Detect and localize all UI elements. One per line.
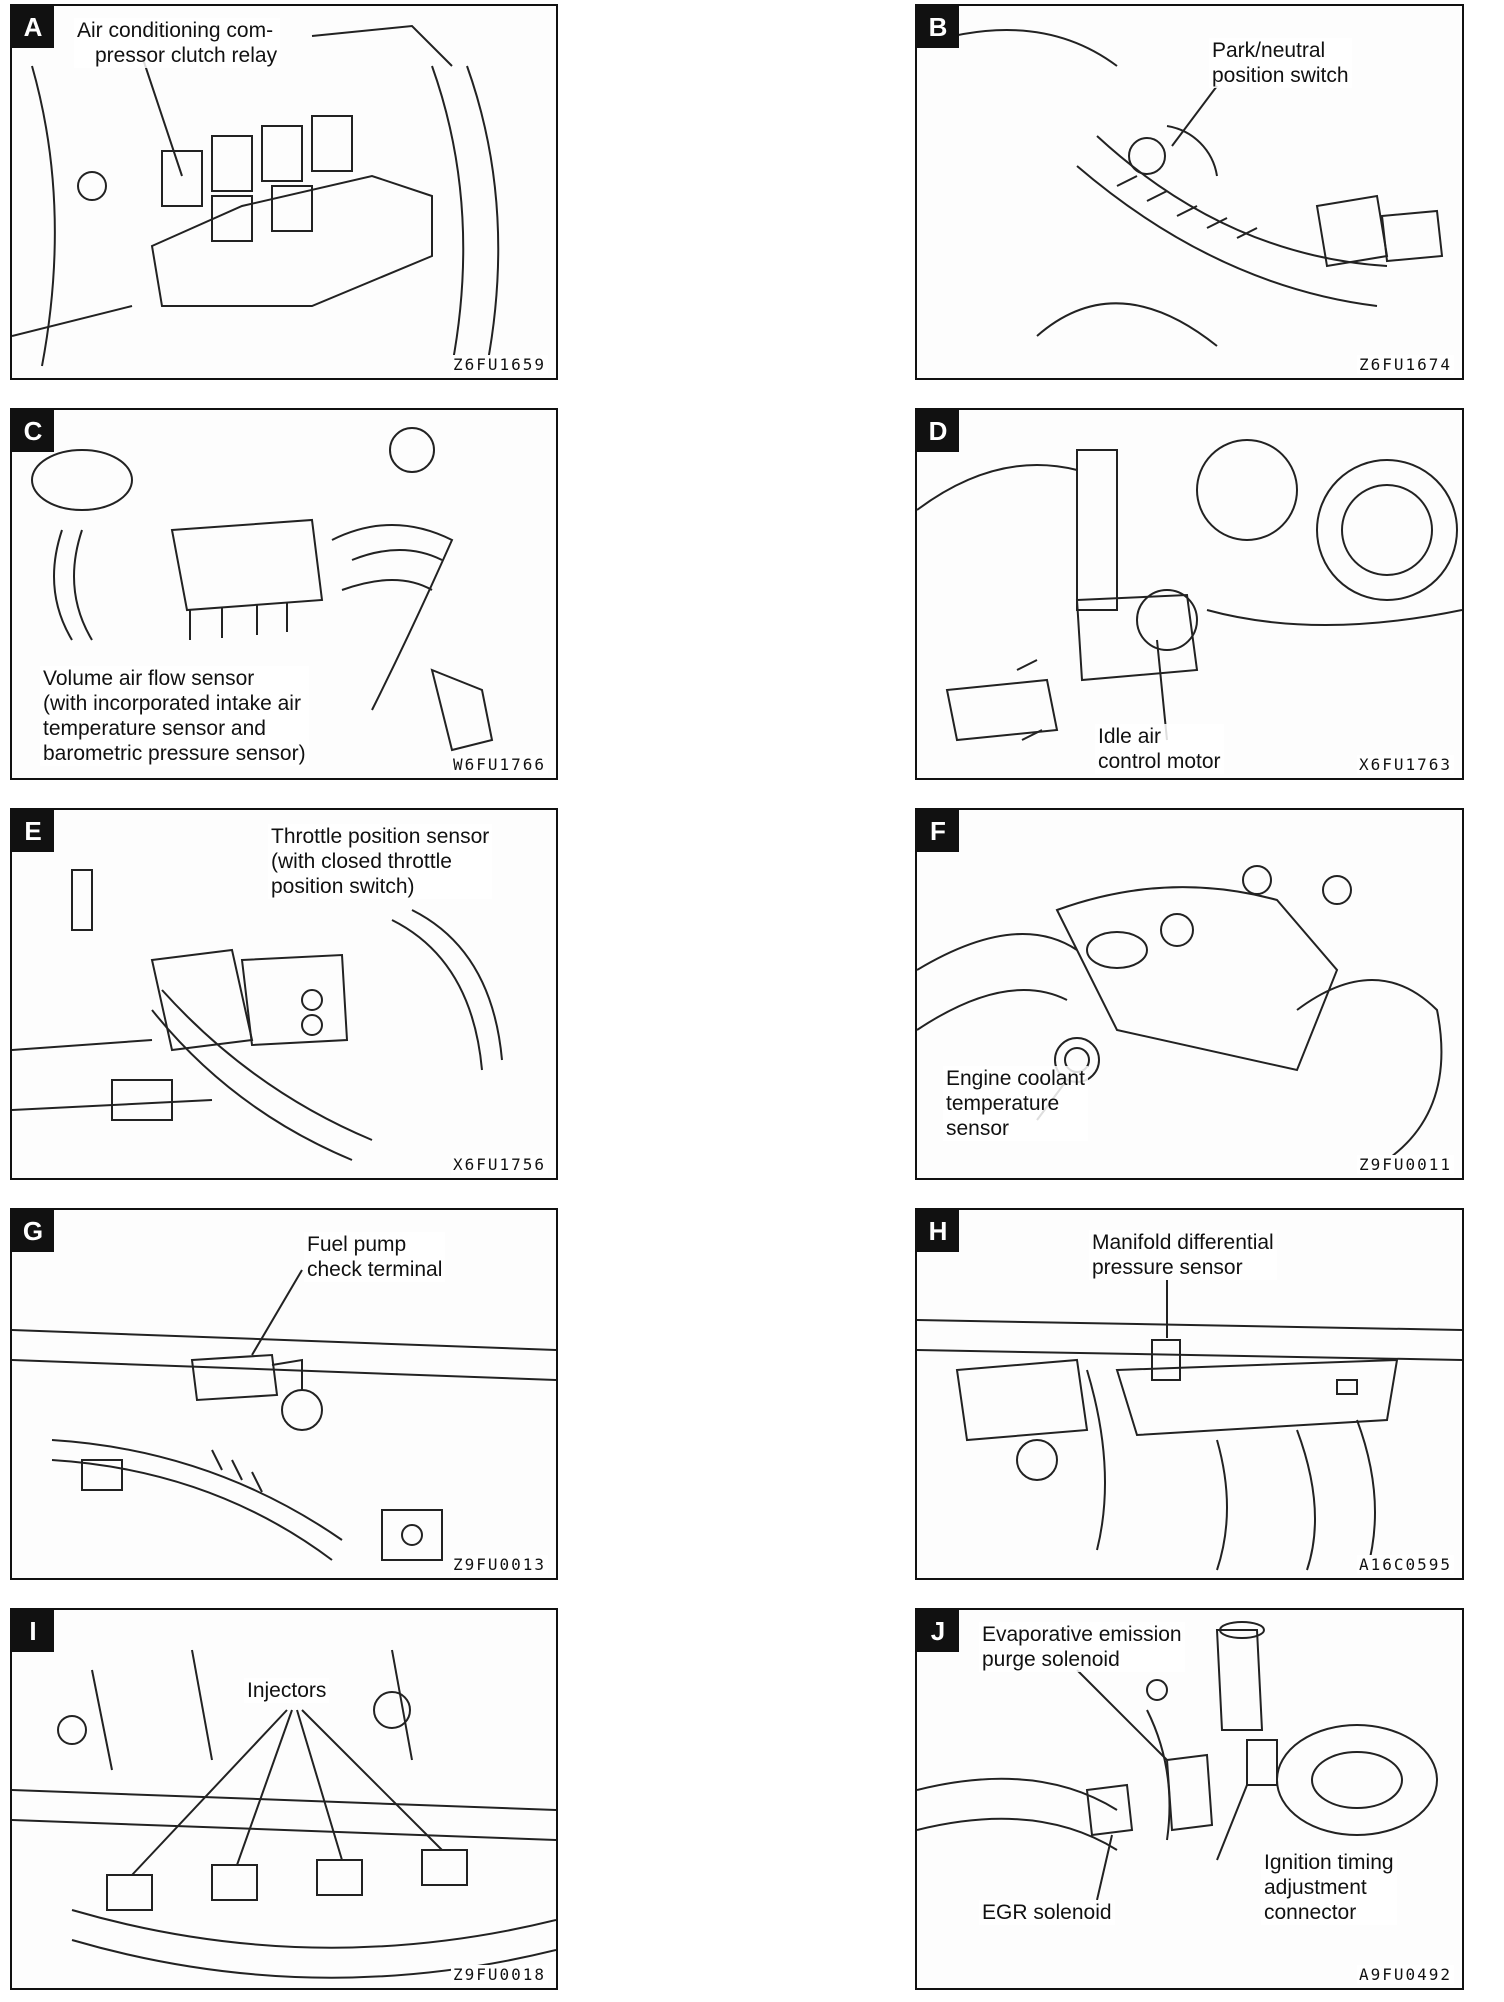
relay-box-illustration — [12, 24, 500, 367]
figure-code: Z9FU0018 — [450, 1965, 548, 1984]
label-line: connector — [1264, 1901, 1357, 1924]
component-label: Park/neutral position switch — [1209, 38, 1352, 88]
panel-f: F Engine coolant temperature sensor Z9FU… — [915, 808, 1464, 1180]
label-line: Fuel pump — [307, 1233, 407, 1256]
panel-d: D Idle air control motor X6FU1763 — [915, 408, 1464, 780]
panel-letter: J — [917, 1610, 959, 1652]
figure-code: Z9FU0013 — [450, 1555, 548, 1574]
panel-letter: E — [12, 810, 54, 852]
component-label: Volume air flow sensor (with incorporate… — [40, 666, 309, 766]
label-line: purge solenoid — [982, 1648, 1120, 1671]
label-line: Manifold differential — [1092, 1231, 1274, 1254]
label-line: control motor — [1098, 750, 1221, 773]
component-label: Injectors — [244, 1678, 330, 1703]
component-label: Idle air control motor — [1095, 724, 1224, 774]
pressure-sensor-illustration — [917, 1280, 1462, 1571]
panel-h: H Manifold differential pressure sensor … — [915, 1208, 1464, 1580]
label-line: barometric pressure sensor) — [43, 742, 306, 765]
figure-code: A16C0595 — [1356, 1555, 1454, 1574]
figure-code: X6FU1763 — [1356, 755, 1454, 774]
panel-g: G Fuel pump check terminal Z9FU0013 — [10, 1208, 558, 1580]
switch-illustration — [917, 29, 1444, 347]
label-line: position switch — [1212, 64, 1349, 87]
panel-c: C Volume air flow sensor (with incorpora… — [10, 408, 558, 780]
panel-letter: G — [12, 1210, 54, 1252]
component-label: Air conditioning com- pressor clutch rel… — [74, 18, 281, 68]
figure-code: X6FU1756 — [450, 1155, 548, 1174]
label-line: Air conditioning com- — [77, 19, 274, 42]
component-label: EGR solenoid — [979, 1900, 1115, 1925]
label-line: pressure sensor — [1092, 1256, 1243, 1279]
label-line: Park/neutral — [1212, 39, 1326, 62]
panel-j: J Evaporative emission purge solenoid EG… — [915, 1608, 1464, 1990]
component-label: Manifold differential pressure sensor — [1089, 1230, 1277, 1280]
component-label: Engine coolant temperature sensor — [943, 1066, 1088, 1141]
figure-code: W6FU1766 — [450, 755, 548, 774]
panel-letter: C — [12, 410, 54, 452]
panel-e: E Throttle position sensor (with closed … — [10, 808, 558, 1180]
panel-letter: F — [917, 810, 959, 852]
label-line: adjustment — [1264, 1876, 1367, 1899]
air-flow-sensor-illustration — [31, 427, 494, 752]
throttle-sensor-illustration — [12, 869, 503, 1161]
label-line: position switch) — [271, 875, 415, 898]
label-line: Throttle position sensor — [271, 825, 490, 848]
solenoids-illustration — [917, 1621, 1438, 1901]
component-label: Evaporative emission purge solenoid — [979, 1622, 1185, 1672]
label-line: Ignition timing — [1264, 1851, 1394, 1874]
panel-letter: D — [917, 410, 959, 452]
figure-code: Z9FU0011 — [1356, 1155, 1454, 1174]
component-label: Throttle position sensor (with closed th… — [268, 824, 493, 899]
label-line: (with closed throttle — [271, 850, 452, 873]
label-line: Evaporative emission — [982, 1623, 1182, 1646]
component-label: Fuel pump check terminal — [304, 1232, 446, 1282]
panel-letter: B — [917, 6, 959, 48]
figure-code: Z6FU1659 — [450, 355, 548, 374]
label-line: Injectors — [247, 1679, 327, 1702]
label-line: EGR solenoid — [982, 1901, 1112, 1924]
panel-i: I Injectors Z9FU0018 — [10, 1608, 558, 1990]
label-line: Volume air flow sensor — [43, 667, 255, 690]
idle-motor-illustration — [917, 439, 1462, 742]
fuel-pump-terminal-illustration — [12, 1269, 556, 1561]
label-line: check terminal — [307, 1258, 443, 1281]
panel-letter: I — [12, 1610, 54, 1652]
label-line: (with incorporated intake air — [43, 692, 301, 715]
label-line: temperature — [946, 1092, 1060, 1115]
label-line: pressor clutch relay — [95, 44, 278, 67]
panel-a: A Air conditioning com- pressor clutch r… — [10, 4, 558, 380]
panel-letter: H — [917, 1210, 959, 1252]
panel-b: B Park/neutral position switch Z6FU1674 — [915, 4, 1464, 380]
panel-letter: A — [12, 6, 54, 48]
label-line: temperature sensor and — [43, 717, 266, 740]
injectors-illustration — [12, 1649, 556, 1979]
figure-code: A9FU0492 — [1356, 1965, 1454, 1984]
label-line: Engine coolant — [946, 1067, 1085, 1090]
figure-code: Z6FU1674 — [1356, 355, 1454, 374]
label-line: sensor — [946, 1117, 1010, 1140]
label-line: Idle air — [1098, 725, 1162, 748]
component-label: Ignition timing adjustment connector — [1261, 1850, 1397, 1925]
